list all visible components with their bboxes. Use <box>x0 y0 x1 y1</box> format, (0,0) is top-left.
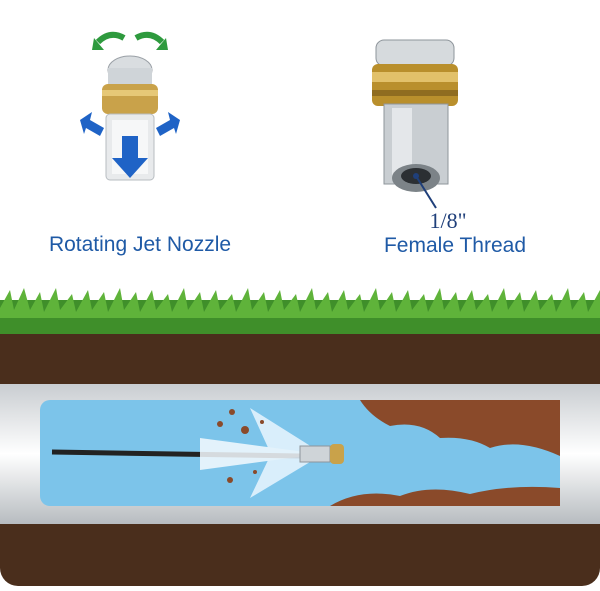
thread-size-label: 1/8" <box>429 208 467 233</box>
clog-debris <box>330 400 560 506</box>
nozzle-in-pipe <box>299 444 344 464</box>
spray-arrow-left-icon <box>80 112 104 136</box>
thread-type-label: Female Thread <box>383 234 527 257</box>
pipe-cleaning-scene <box>0 288 600 586</box>
water-spray <box>200 408 320 498</box>
grass <box>0 288 600 334</box>
rotate-arrows-icon <box>92 31 168 50</box>
female-fitting-illustration <box>362 30 472 210</box>
spray-arrow-right-icon <box>156 112 180 136</box>
spray-arrow-down-icon <box>112 136 148 178</box>
nozzle-caption: Rotating Jet Nozzle <box>48 233 232 256</box>
rotating-nozzle-illustration <box>50 20 210 195</box>
debris-particles <box>217 409 264 483</box>
